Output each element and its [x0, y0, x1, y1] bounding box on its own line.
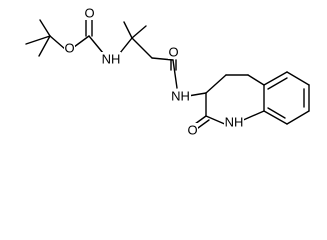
- butanamide-carbonyl-oxygen-label: O: [168, 45, 178, 60]
- carbamate-carbonyl-oxygen-label: O: [84, 6, 94, 21]
- bond-n1-to-c9a: [240, 110, 265, 122]
- carbamate-nh-label: NH: [102, 52, 121, 67]
- bond-benzene-4: [286, 110, 310, 125]
- bond-carbonyl-to-nh: [88, 35, 104, 54]
- bond-tbu-methyl-left: [25, 35, 51, 45]
- ring-nh-label: NH: [225, 115, 244, 130]
- bond-benzene-inner-3: [267, 107, 286, 119]
- carbamate-ether-oxygen: O: [64, 41, 75, 56]
- bond-tbu-methyl-bottom: [38, 35, 51, 57]
- bond-benzene-1: [263, 71, 288, 86]
- bond-lactam-co-2: [197, 119, 210, 129]
- bond-c3-to-c4: [205, 74, 227, 94]
- bond-c5-to-c5a: [247, 74, 265, 86]
- bond-quaternary-methyl-left: [123, 21, 133, 39]
- bond-c2-to-n1: [205, 115, 228, 126]
- bond-tbu-to-oxygen: [49, 35, 66, 50]
- bond-lactam-co-1: [194, 115, 207, 125]
- bond-nh-to-quaternary-c: [119, 37, 133, 54]
- bond-quaternary-to-ch2: [131, 37, 153, 59]
- bond-ch2-to-amide-c: [151, 57, 174, 61]
- carbamate-nh: NH: [101, 52, 121, 67]
- chemical-structure-diagram: O O NH O NH O NH: [25, 6, 310, 138]
- carbamate-ether-oxygen-label: O: [64, 41, 74, 56]
- bond-benzene-inner-1: [267, 77, 288, 90]
- bond-benzene-2: [286, 71, 310, 86]
- bond-oxygen-to-carbonyl: [73, 35, 90, 48]
- ring-nh: NH: [224, 115, 244, 130]
- carbamate-carbonyl-oxygen: O: [84, 6, 95, 21]
- bond-tbu-methyl-top: [39, 19, 51, 37]
- amide-nh-label: NH: [171, 89, 190, 104]
- butanamide-carbonyl-oxygen: O: [168, 45, 179, 60]
- lactam-carbonyl-oxygen-label: O: [187, 123, 197, 138]
- amide-nh: NH: [170, 89, 191, 104]
- lactam-carbonyl-oxygen: O: [187, 123, 198, 138]
- bond-quaternary-methyl-right: [131, 25, 147, 39]
- bond-benzene-5: [263, 110, 288, 125]
- atom-labels: O O NH O NH O NH: [64, 6, 244, 138]
- bond-amide-c-to-nh: [172, 59, 178, 89]
- bond-lines: [25, 19, 310, 129]
